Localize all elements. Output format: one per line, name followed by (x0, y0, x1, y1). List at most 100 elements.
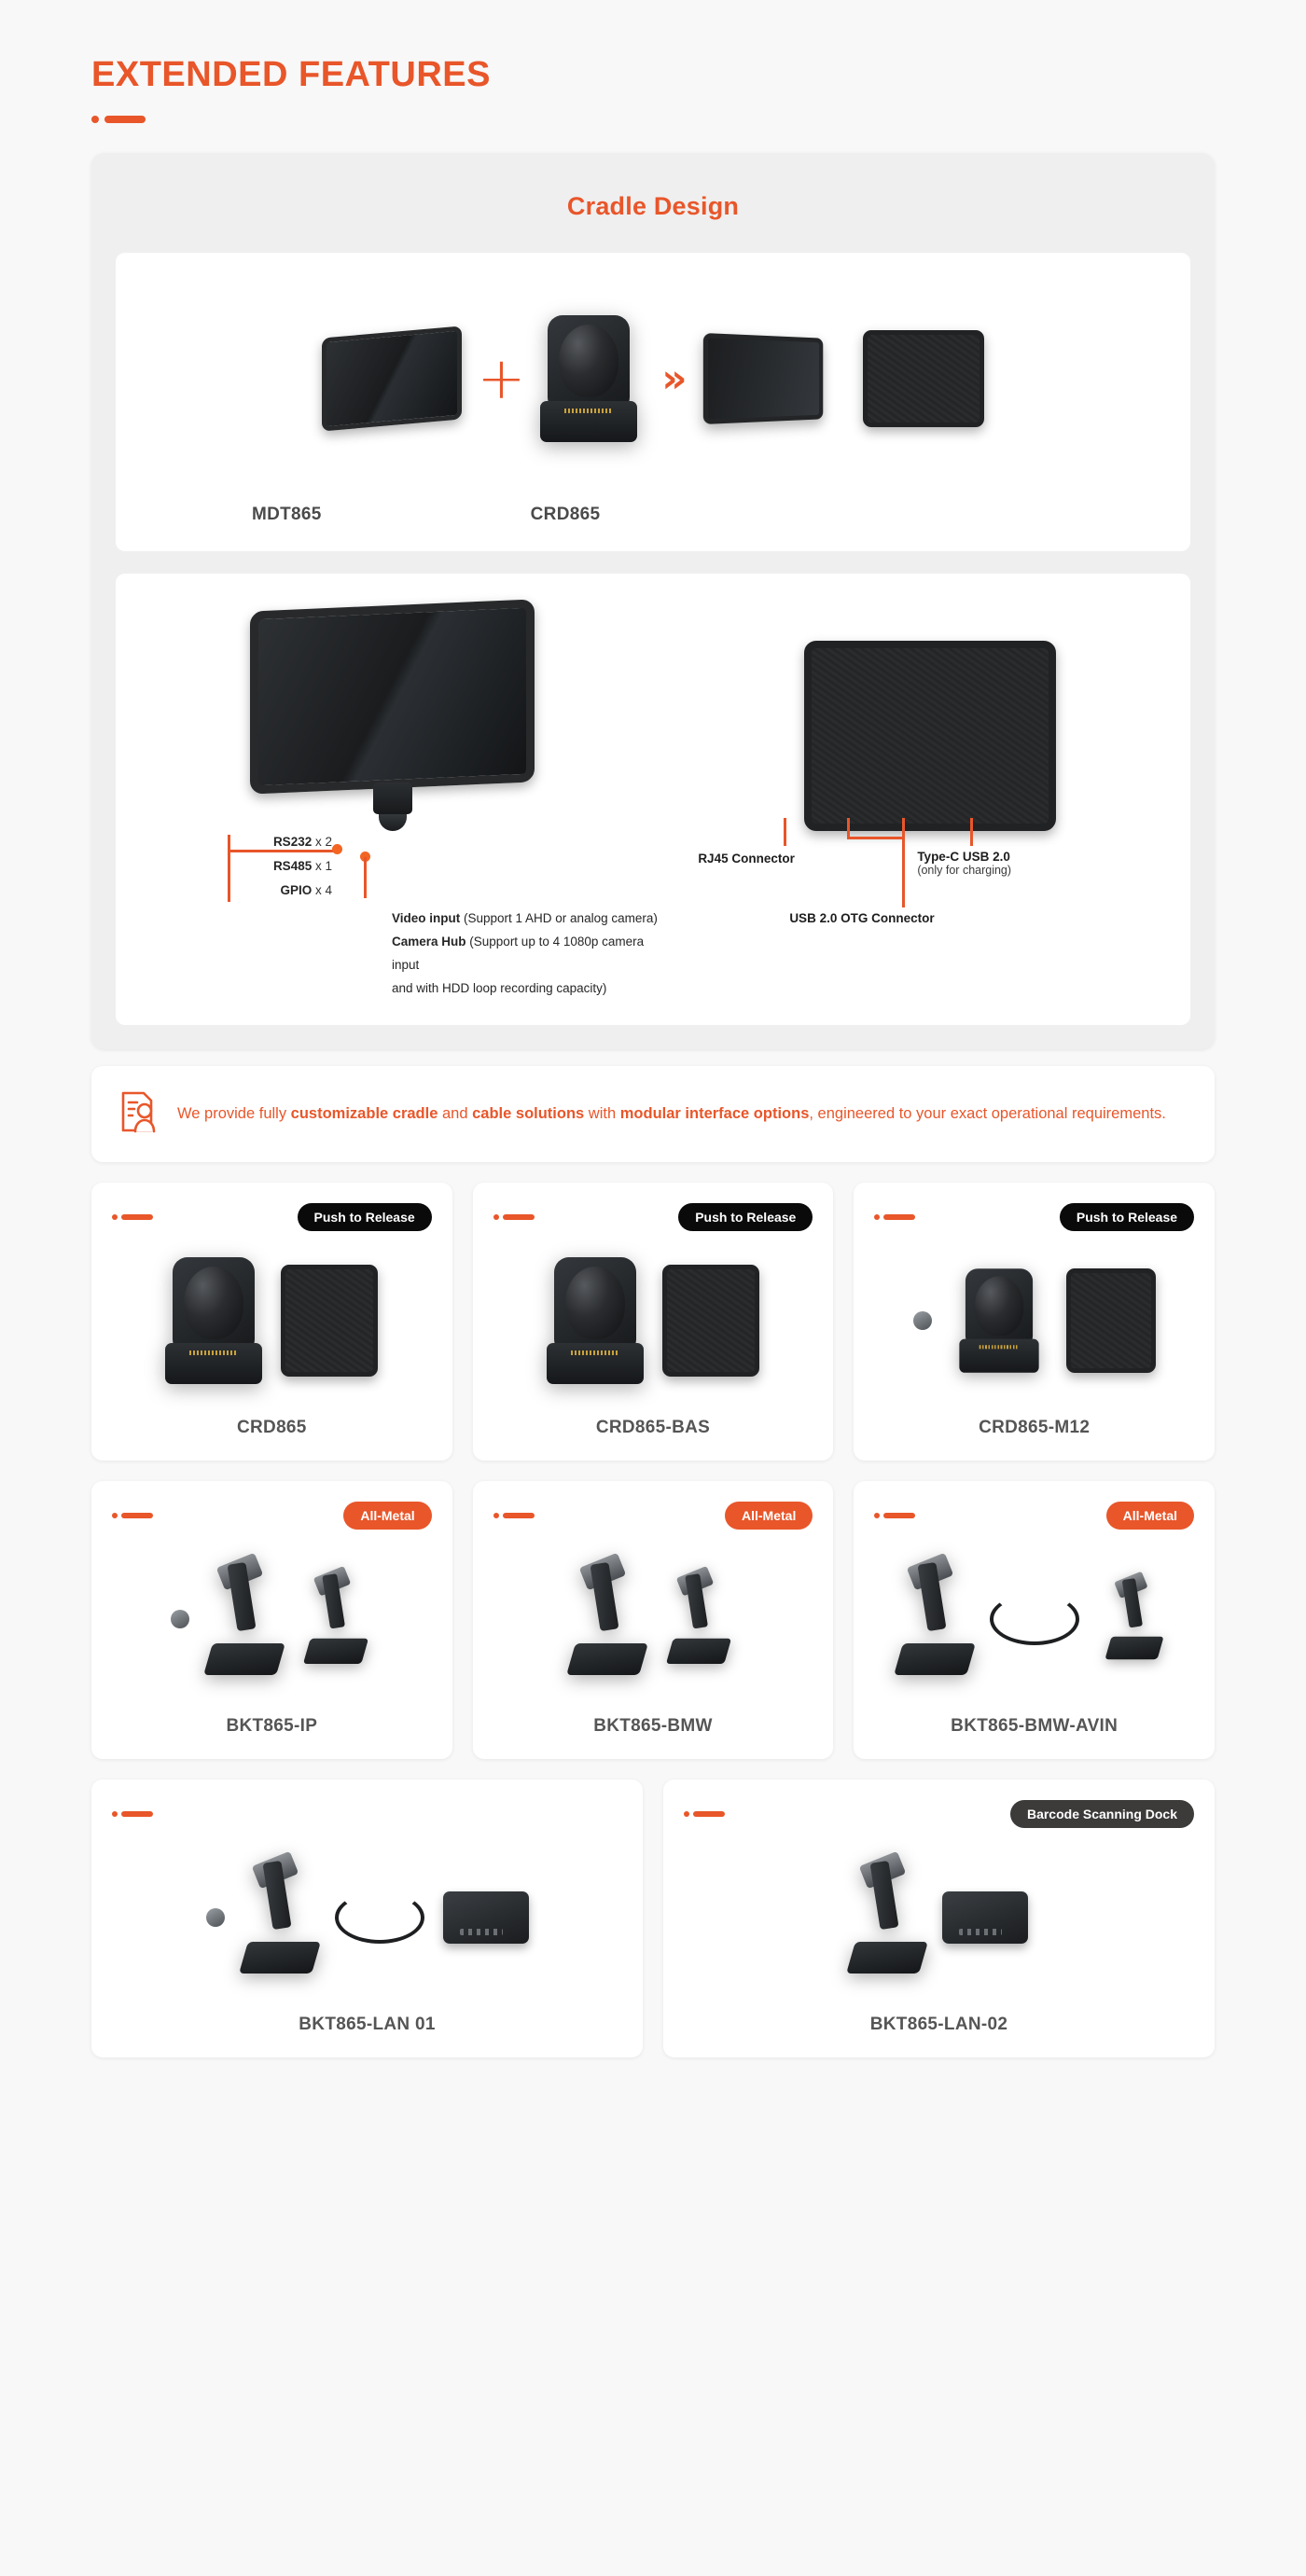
card-header: All-Metal (874, 1501, 1195, 1530)
product-name: BKT865-IP (226, 1715, 318, 1736)
product-image (112, 1530, 432, 1707)
callout-camera-hub-label: Camera Hub (392, 934, 466, 949)
rear-device-image (803, 640, 1056, 831)
bracket-secondary-graphic (665, 1565, 732, 1664)
product-card-bkt865-lan-02[interactable]: Barcode Scanning Dock BKT865-LAN-02 (663, 1779, 1215, 2057)
product-name: BKT865-BMW (593, 1715, 713, 1736)
customization-banner: We provide fully customizable cradle and… (91, 1065, 1215, 1162)
product-card-crd865-bas[interactable]: Push to Release CRD865-BAS (472, 1182, 834, 1461)
banner-text-options: options (753, 1104, 810, 1122)
banner-text-cable-solutions: cable solutions (472, 1104, 585, 1122)
front-device-image (250, 599, 535, 831)
plus-icon: + (477, 344, 526, 413)
product-grid-row-2: All-Metal BKT865-IP All-Metal BKT865-BMW… (91, 1480, 1216, 1759)
product-image (112, 1828, 622, 2005)
product-grid-row-3: BKT865-LAN 01 Barcode Scanning Dock BKT8… (91, 1779, 1215, 2057)
badge-all-metal: All-Metal (1105, 1501, 1195, 1530)
label-typec-usb-main: Type-C USB 2.0 (917, 849, 1010, 864)
bracket-secondary-graphic (303, 1565, 369, 1664)
right-callouts: RJ45 Connector Type-C USB 2.0 (only for … (672, 817, 1190, 1001)
assembled-rear-image (862, 329, 984, 427)
callout-camera-hub: Camera Hub (Support up to 4 1080p camera… (392, 931, 672, 977)
card-header: All-Metal (493, 1501, 813, 1530)
cradle-rear-graphic (1065, 1267, 1156, 1373)
banner-text-tail: , engineered to your exact operational r… (809, 1104, 1166, 1122)
bracket-graphic (203, 1552, 286, 1675)
product-image (112, 1231, 432, 1408)
cradle-front-graphic (959, 1267, 1039, 1373)
banner-text-modular-interface: modular interface (619, 1104, 750, 1122)
lan-dock-graphic (442, 1890, 529, 1944)
product-name: BKT865-LAN-02 (869, 2014, 1008, 2034)
card-header: Push to Release (874, 1202, 1195, 1231)
callout-dot-video (360, 851, 370, 862)
crd865-image (540, 314, 638, 442)
callout-rs485-name: RS485 (272, 858, 313, 873)
cable-loop-graphic (334, 1890, 424, 1944)
callout-gpio-qty: x 4 (314, 882, 332, 897)
card-header (112, 1800, 622, 1828)
callout-vertical-line (228, 834, 230, 902)
badge-push-to-release: Push to Release (297, 1202, 432, 1231)
callout-camera-hub-cont: and with HDD loop recording capacity) (392, 980, 607, 995)
product-card-bkt865-bmw-avin[interactable]: All-Metal BKT865-BMW-AVIN (854, 1480, 1216, 1759)
cradle-design-card: Cradle Design + » MDT865 CRD865 (91, 152, 1215, 1049)
usb-join-line (847, 836, 906, 839)
diagram-callout-row: RS232 x 2 RS485 x 1 GPIO x 4 Video input… (116, 817, 1190, 1001)
product-image (493, 1530, 813, 1707)
callout-gpio: GPIO x 4 (228, 883, 332, 897)
rj45-line (784, 817, 787, 846)
cradle-design-title: Cradle Design (566, 191, 740, 220)
tablet-front-graphic (322, 325, 463, 432)
product-grid-row-1: Push to Release CRD865 Push to Release C… (91, 1182, 1216, 1461)
accent-dot (91, 115, 99, 123)
card-accent-rule (112, 1810, 153, 1817)
bracket-graphic (893, 1552, 976, 1675)
accent-dash (104, 115, 146, 123)
mdt865-image (322, 325, 463, 432)
cradle-graphic (540, 314, 638, 442)
label-usb-otg-connector: USB 2.0 OTG Connector (789, 910, 935, 925)
cradle-front-graphic (165, 1256, 263, 1384)
tablet-side-graphic (702, 332, 823, 424)
banner-text-c: and (438, 1104, 473, 1122)
combo-label-crd865: CRD865 (530, 504, 601, 524)
product-name: BKT865-LAN 01 (299, 2014, 436, 2034)
product-card-bkt865-lan-01[interactable]: BKT865-LAN 01 (91, 1779, 643, 2057)
callout-video-input: Video input (Support 1 AHD or analog cam… (392, 907, 672, 931)
card-header: All-Metal (112, 1501, 432, 1530)
product-card-bkt865-bmw[interactable]: All-Metal BKT865-BMW (472, 1480, 834, 1759)
product-card-crd865[interactable]: Push to Release CRD865 (91, 1182, 452, 1461)
arrow-right-icon: » (661, 355, 687, 402)
combo-label-mdt865: MDT865 (252, 504, 322, 524)
badge-push-to-release: Push to Release (678, 1202, 813, 1231)
bracket-secondary-graphic (1105, 1571, 1164, 1659)
callout-video-line (364, 856, 367, 898)
callout-video-input-label: Video input (392, 910, 461, 925)
card-accent-rule (112, 1213, 153, 1220)
callout-rs232-name: RS232 (272, 834, 313, 849)
callout-rs232-qty: x 2 (314, 834, 332, 849)
ip-connector-graphic (171, 1609, 190, 1628)
callout-dot-serial (332, 843, 342, 854)
label-rj45-connector: RJ45 Connector (698, 851, 795, 866)
card-accent-rule (874, 1512, 916, 1518)
badge-push-to-release: Push to Release (1059, 1202, 1195, 1231)
user-document-icon (119, 1090, 159, 1138)
connector-diagram-panel: RS232 x 2 RS485 x 1 GPIO x 4 Video input… (116, 573, 1190, 1025)
page-header: EXTENDED FEATURES (0, 0, 1306, 123)
page-title: EXTENDED FEATURES (91, 55, 491, 94)
callout-rs232: RS232 x 2 (228, 835, 332, 849)
card-header: Barcode Scanning Dock (684, 1799, 1194, 1828)
bracket-graphic (845, 1850, 928, 1974)
bracket-graphic (238, 1850, 321, 1974)
card-accent-rule (112, 1512, 153, 1518)
product-image (493, 1231, 813, 1408)
callout-rs485-qty: x 1 (314, 858, 332, 873)
video-callout-block: Video input (Support 1 AHD or analog cam… (228, 907, 672, 1001)
product-card-crd865-m12[interactable]: Push to Release CRD865-M12 (854, 1182, 1216, 1461)
usb-otg-line (902, 817, 906, 907)
tablet-back-graphic (862, 329, 984, 427)
product-card-bkt865-ip[interactable]: All-Metal BKT865-IP (91, 1480, 452, 1759)
diagram-images-row (116, 599, 1190, 831)
